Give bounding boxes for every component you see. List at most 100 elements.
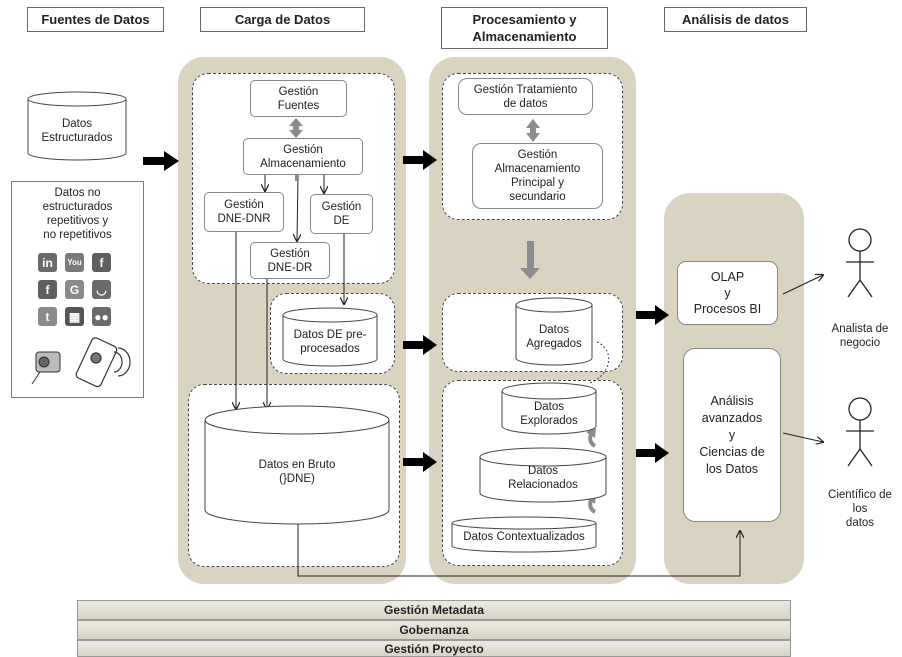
label-explorados-line2: Explorados xyxy=(520,415,578,427)
delicious-icon: ▦ xyxy=(65,307,84,326)
arrow-bruto-to-explotacion xyxy=(403,452,437,472)
cylinder-datos-estructurados xyxy=(27,91,127,161)
node-avanzados-line2: avanzados xyxy=(701,410,763,425)
label-explorados-line1: Datos xyxy=(533,401,565,413)
node-gestion-almacenamiento: Gestión Almacenamiento xyxy=(243,138,363,175)
node-gestion-fuentes: Gestión Fuentes xyxy=(250,80,347,117)
label-no-estructurados-line3: repetitivos y xyxy=(46,215,109,227)
node-olap-line2: y xyxy=(724,286,731,300)
bar-gobernanza: Gobernanza xyxy=(77,620,791,640)
label-datos-estructurados: Datos Estructurados xyxy=(28,113,126,149)
node-alm-principal-line4: secundario xyxy=(509,191,566,203)
label-datos-bruto-line1: Datos en Bruto xyxy=(258,459,336,471)
header-procesamiento-line2: Almacenamiento xyxy=(472,29,577,44)
node-gestion-almacenamiento-line2: Almacenamiento xyxy=(260,157,346,170)
flickr-icon: ●● xyxy=(92,307,111,326)
label-datos-contextualizados: Datos Contextualizados xyxy=(463,531,585,543)
label-no-estructurados-line4: no repetitivos xyxy=(43,229,112,241)
node-gestion-fuentes-line1: Gestión xyxy=(278,85,319,98)
connector-lines xyxy=(236,174,823,577)
youtube-icon: You xyxy=(65,253,84,272)
label-relacionados-line2: Relacionados xyxy=(508,479,578,491)
bar-gestion-metadata: Gestión Metadata xyxy=(77,600,791,620)
arrow-agregados-to-olap xyxy=(636,305,669,325)
node-olap-line1: OLAP xyxy=(710,270,745,284)
node-avanzados-line5: los Datos xyxy=(705,461,759,476)
label-agregados-line2: Agregados xyxy=(526,338,582,350)
node-alm-principal-line2: Almacenamiento xyxy=(494,163,581,175)
double-arrow-tratamiento-almacenamiento xyxy=(526,119,540,142)
arrow-sources-to-load xyxy=(143,151,179,171)
label-analista-negocio: Analista de negocio xyxy=(820,320,900,352)
node-gestion-de-line2: DE xyxy=(333,215,350,227)
label-datos-bruto: Datos en Bruto (}DNE) xyxy=(205,456,389,488)
node-avanzados-line1: Análisis xyxy=(710,393,754,408)
label-relacionados-line1: Datos xyxy=(527,465,559,477)
node-alm-principal-line3: Principal y xyxy=(510,177,565,189)
camera-device-icon xyxy=(31,351,61,385)
label-datos-de-pre-line1: Datos DE pre- xyxy=(293,329,367,341)
node-gestion-fuentes-line2: Fuentes xyxy=(277,99,320,112)
cylinder-datos-bruto xyxy=(204,405,390,525)
google-icon: G xyxy=(65,280,84,299)
header-procesamiento: Procesamiento y Almacenamiento xyxy=(441,7,608,49)
label-datos-explorados: Datos Explorados xyxy=(502,398,596,430)
node-gestion-dne-dnr: Gestión DNE-DNR xyxy=(204,192,284,232)
header-fuentes-de-datos: Fuentes de Datos xyxy=(27,7,164,32)
label-no-estructurados-line2: estructurados xyxy=(42,201,113,213)
node-gestion-dne-dnr-line1: Gestión xyxy=(224,199,264,211)
curved-arrow-head-1 xyxy=(586,428,596,438)
label-datos-relacionados: Datos Relacionados xyxy=(480,462,606,494)
facebook-icon: f xyxy=(92,253,111,272)
node-gestion-almacenamiento-principal: Gestión Almacenamiento Principal y secun… xyxy=(472,143,603,209)
label-cientifico-line1: Científico de xyxy=(828,489,892,501)
label-datos-no-estructurados: Datos no estructurados repetitivos y no … xyxy=(13,184,142,244)
node-gestion-almacenamiento-line1: Gestión xyxy=(283,143,323,156)
node-gestion-tratamiento-line1: Gestión Tratamiento xyxy=(473,83,578,96)
node-alm-principal-line1: Gestión xyxy=(517,149,558,161)
smartphone-icon xyxy=(75,337,131,388)
label-analista-line1: Analista de xyxy=(831,323,889,335)
label-datos-estructurados-line1: Datos xyxy=(61,118,93,130)
actor-analista-figure xyxy=(846,228,874,298)
bar-gestion-proyecto: Gestión Proyecto xyxy=(77,640,791,657)
node-gestion-dne-dr-line1: Gestión xyxy=(270,247,310,260)
node-gestion-dne-dr: Gestión DNE-DR xyxy=(250,242,330,279)
label-datos-bruto-line2: (}DNE) xyxy=(279,473,315,485)
node-gestion-tratamiento: Gestión Tratamiento de datos xyxy=(458,78,593,115)
twitter-icon: t xyxy=(38,307,57,326)
label-agregados-line1: Datos xyxy=(538,324,570,336)
cylinder-datos-relacionados xyxy=(479,447,607,503)
node-gestion-dne-dnr-line2: DNE-DNR xyxy=(217,213,271,225)
node-gestion-de: Gestión DE xyxy=(310,194,373,234)
arrow-load-to-processing-top xyxy=(403,150,437,170)
arrow-explotacion-to-avanzados xyxy=(636,443,669,463)
node-olap-line3: Procesos BI xyxy=(693,302,762,316)
label-no-estructurados-line1: Datos no xyxy=(54,187,101,199)
node-gestion-tratamiento-line2: de datos xyxy=(503,97,548,110)
arrow-down-processing xyxy=(520,241,540,279)
double-arrow-fuentes-almacenamiento xyxy=(289,118,303,138)
header-procesamiento-line1: Procesamiento y xyxy=(472,12,577,27)
linkedin-icon: in xyxy=(38,253,57,272)
label-analista-line2: negocio xyxy=(839,337,881,349)
node-olap-procesos-bi: OLAP y Procesos BI xyxy=(677,261,778,325)
cylinder-datos-de-pre xyxy=(282,307,378,367)
arrow-pre-to-agregados xyxy=(403,335,437,355)
node-gestion-de-line1: Gestión xyxy=(321,201,362,213)
gray-arrows xyxy=(289,118,540,279)
cylinder-datos-agregados xyxy=(515,297,593,366)
label-datos-de-pre: Datos DE pre- procesados xyxy=(283,326,377,358)
node-gestion-dne-dr-line2: DNE-DR xyxy=(267,261,313,274)
label-cientifico-line3: datos xyxy=(845,517,875,529)
dotted-link-agregados xyxy=(589,341,610,384)
header-carga-de-datos: Carga de Datos xyxy=(200,7,365,32)
label-datos-agregados: Datos Agregados xyxy=(516,321,592,353)
label-datos-de-pre-line2: procesados xyxy=(300,343,360,355)
node-avanzados-line4: Ciencias de xyxy=(699,444,765,459)
rss-icon: ◡ xyxy=(92,280,111,299)
actor-cientifico-figure xyxy=(846,397,874,467)
header-analisis-de-datos: Análisis de datos xyxy=(664,7,807,32)
